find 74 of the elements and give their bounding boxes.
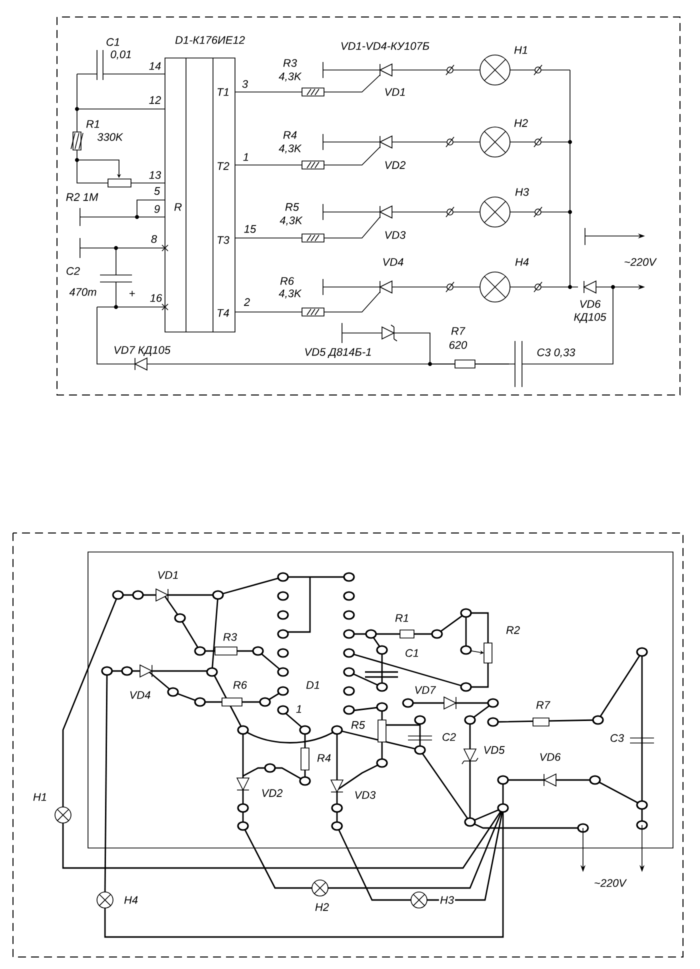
component-label: R6: [232, 680, 248, 690]
pin-number: 13: [148, 170, 162, 180]
component-label: 4,3K: [278, 143, 302, 155]
pin-number: 14: [148, 61, 162, 71]
component-label: R4: [316, 753, 332, 763]
component-label: 330K: [96, 132, 124, 142]
pin-number: 12: [148, 95, 162, 105]
pin-number: 9: [152, 204, 162, 214]
component-label: VD1: [383, 87, 407, 97]
component-label: H3: [514, 187, 530, 197]
pin-label: T4: [216, 308, 230, 318]
component-label: R6: [278, 276, 296, 286]
component-label: VD6: [578, 299, 602, 309]
component-label: VD4: [128, 690, 152, 700]
component-label: C1: [104, 37, 122, 47]
component-label: 4,3K: [278, 288, 302, 300]
pin-number: 15: [242, 224, 258, 234]
component-label: ~220V: [592, 878, 628, 888]
component-label: КД105: [572, 312, 608, 324]
pin-label: T3: [216, 235, 230, 245]
pin-number: 1: [242, 152, 250, 162]
component-label: VD5: [482, 745, 506, 755]
pin-label: T1: [216, 87, 230, 97]
pin-number: 8: [150, 234, 158, 244]
pin-number: 16: [148, 293, 164, 303]
component-label: H1: [512, 45, 530, 55]
component-label: 4,3K: [278, 215, 304, 227]
pin-number: 3: [240, 79, 250, 89]
component-label: R1: [84, 119, 102, 129]
component-label: C3: [608, 733, 626, 743]
component-label: C1: [404, 648, 420, 658]
component-label: VD5 Д814Б-1: [303, 347, 373, 359]
component-label: VD2: [383, 160, 407, 170]
pin-number: 2: [242, 297, 252, 307]
component-label: VD3: [353, 790, 377, 800]
component-label: R5: [284, 202, 300, 212]
component-label: 620: [448, 340, 468, 350]
chip-label: D1-К176ИЕ12: [174, 35, 246, 45]
polarity-sign: +: [128, 290, 136, 298]
pin-number: 1: [294, 704, 304, 714]
component-label: D1: [304, 680, 322, 690]
pin-label: T2: [216, 161, 230, 171]
component-label: VD3: [383, 230, 407, 240]
component-label: R4: [282, 130, 298, 140]
component-label: R1: [394, 613, 410, 623]
component-label: C2: [440, 732, 458, 742]
component-label: H2: [314, 902, 330, 912]
component-label: R7: [450, 326, 466, 336]
component-label: ~220V: [622, 257, 658, 267]
component-label: R2: [504, 625, 522, 635]
component-label: VD1-VD4-КУ107Б: [339, 41, 431, 51]
component-label: VD1: [156, 570, 180, 580]
component-label: VD6: [538, 752, 562, 762]
component-label: H2: [512, 118, 530, 128]
component-label: R5: [350, 720, 366, 730]
component-label: VD7: [413, 685, 437, 695]
component-label: H4: [514, 257, 530, 267]
component-label: VD4: [381, 257, 405, 267]
component-label: R7: [534, 700, 552, 710]
component-label: 4,3K: [278, 71, 302, 83]
pin-number: 5: [152, 186, 162, 196]
component-label: H3: [438, 895, 456, 905]
component-label: R3: [282, 58, 298, 68]
component-label: C3 0,33: [536, 347, 576, 359]
component-label: VD2: [260, 788, 284, 798]
component-label: H4: [122, 895, 140, 905]
component-label: VD7 КД105: [112, 345, 172, 357]
component-label: 0,01: [109, 49, 133, 61]
component-label: R2 1M: [64, 192, 100, 202]
component-label: 470m: [68, 287, 98, 297]
component-label: H1: [32, 792, 48, 802]
component-label: C2: [64, 266, 82, 276]
component-label: R3: [222, 632, 238, 642]
pin-label: R: [173, 202, 183, 212]
